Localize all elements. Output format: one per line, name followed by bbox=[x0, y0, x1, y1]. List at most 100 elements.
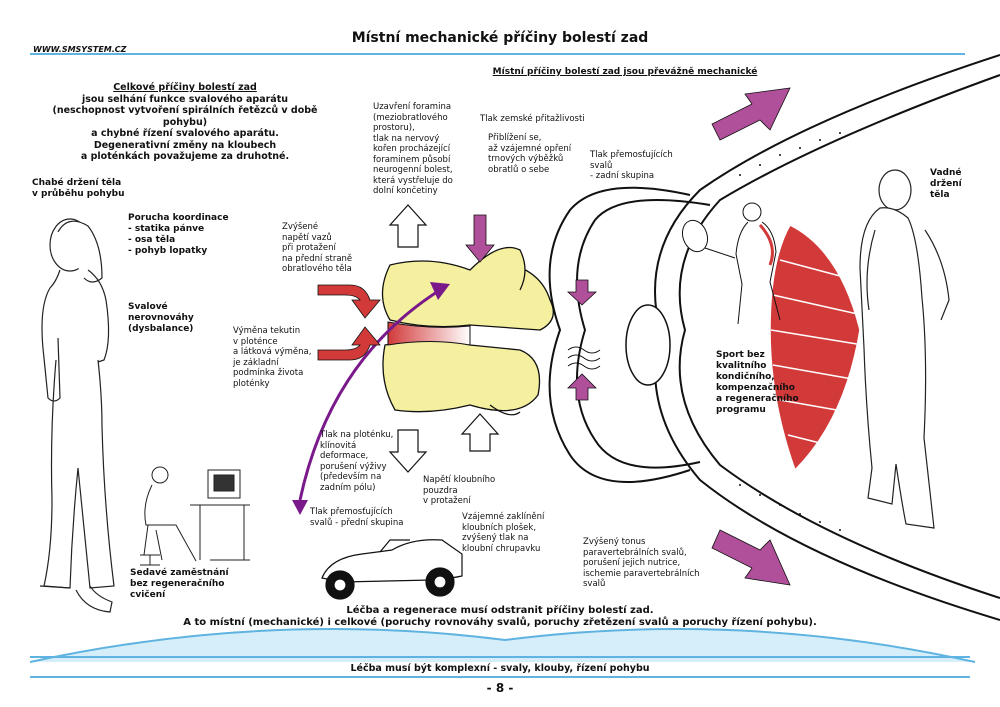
label-line: kloubních plošek, bbox=[462, 522, 537, 533]
label-line: Sport bez bbox=[716, 350, 765, 360]
label-coordination: Porucha koordinace - statika pánve - osa… bbox=[128, 213, 229, 257]
spring-symbol bbox=[567, 346, 601, 370]
label-capsule: Napětí kloubního pouzdra v protažení bbox=[423, 475, 495, 507]
intro-text: Celkové příčiny bolestí zad jsou selhání… bbox=[50, 82, 320, 163]
label-line: Svalové bbox=[128, 302, 168, 312]
label-line: (dysbalance) bbox=[128, 324, 194, 334]
label-line: porušení jejich nutrice, bbox=[583, 558, 681, 568]
label-line: - statika pánve bbox=[128, 224, 205, 234]
paravertebral-muscle bbox=[769, 224, 864, 472]
nerve-pain-arrow bbox=[298, 288, 441, 501]
label-line: zvýšený tlak na bbox=[462, 533, 529, 543]
label-gravity: Tlak zemské přitažlivosti bbox=[480, 114, 585, 124]
label-line: pouzdra bbox=[423, 485, 458, 496]
label-line: Zvýšené bbox=[282, 222, 319, 232]
label-line: svalů - přední skupina bbox=[310, 517, 404, 528]
label-line: zadním pólu) bbox=[320, 482, 376, 493]
vertebrae-bones bbox=[381, 246, 554, 416]
footer-line: Léčba a regenerace musí odstranit příčin… bbox=[346, 605, 654, 616]
label-line: - pohyb lopatky bbox=[128, 246, 208, 256]
label-foramen: Uzavření foramina (meziobratlového prost… bbox=[373, 102, 453, 197]
label-fluid-exchange: Výměna tekutin v ploténce a látková výmě… bbox=[233, 326, 311, 389]
label-line: Zvýšený tonus bbox=[583, 537, 646, 547]
label-line: Výměna tekutin bbox=[233, 326, 301, 336]
vintage-car-figure bbox=[321, 539, 463, 600]
label-line: prostoru), bbox=[373, 123, 415, 133]
label-line: držení bbox=[930, 179, 962, 189]
label-line: programu bbox=[716, 405, 766, 415]
label-line: Přiblížení se, bbox=[488, 133, 542, 143]
site-logo[interactable]: WWW.SMSYSTEM.CZ bbox=[33, 45, 127, 54]
label-line: Chabé držení těla bbox=[32, 178, 122, 188]
label-line: Vadné bbox=[930, 168, 962, 178]
label-line: neurogenní bolest, bbox=[373, 165, 453, 175]
label-line: cvičení bbox=[130, 590, 166, 600]
label-line: trnových výběžků bbox=[488, 154, 564, 164]
label-facets: Vzájemné zaklínění kloubních plošek, zvý… bbox=[462, 512, 544, 554]
seated-worker-figure bbox=[140, 466, 250, 566]
nerve-arrow-top bbox=[430, 282, 450, 300]
header-rule bbox=[30, 53, 965, 55]
label-line: (meziobratlového bbox=[373, 112, 448, 123]
label-line: foraminem působí bbox=[373, 154, 451, 165]
label-line: klínovitá bbox=[320, 440, 357, 451]
label-line: při protažení bbox=[282, 243, 336, 253]
label-line: Vzájemné zaklínění bbox=[462, 512, 545, 522]
standing-man-figure bbox=[859, 169, 950, 529]
footer-bottom-text: Léčba musí být komplexní - svaly, klouby… bbox=[350, 663, 650, 674]
label-line: - zadní skupina bbox=[590, 171, 655, 181]
label-disc-pressure: Tlak na ploténku, klínovitá deformace, p… bbox=[320, 430, 393, 493]
intro-line: jsou selhání funkce svalového aparátu bbox=[81, 93, 289, 105]
label-sport: Sport bez kvalitního kondičního, kompenz… bbox=[716, 350, 799, 416]
label-muscle-imbalance: Svalové nerovnováhy (dysbalance) bbox=[128, 302, 194, 335]
nerve-arrow-head bbox=[292, 500, 308, 515]
intervertebral-disc bbox=[387, 321, 471, 346]
page-title: Místní mechanické příčiny bolestí zad bbox=[351, 30, 649, 46]
label-line: svalů bbox=[590, 160, 613, 171]
label-sedentary: Sedavé zaměstnání bez regeneračního cvič… bbox=[130, 568, 229, 601]
label-line: a látková výměna, bbox=[233, 347, 312, 357]
label-line: ischemie paravertebrálních bbox=[583, 568, 700, 579]
label-line: kondičního, bbox=[716, 372, 775, 382]
label-line: v ploténce bbox=[233, 336, 278, 347]
label-line: až vzájemné opření bbox=[488, 143, 572, 154]
label-line: Napětí kloubního bbox=[423, 475, 496, 485]
label-line: dolní končetiny bbox=[373, 186, 438, 196]
label-line: a regeneračního bbox=[716, 394, 799, 404]
label-ligaments: Zvýšené napětí vazů při protažení na pře… bbox=[282, 222, 352, 275]
intro-line: a ploténkách považujeme za druhotné. bbox=[80, 151, 290, 162]
label-posture: Chabé držení těla v průběhu pohybu bbox=[32, 178, 125, 200]
footer-arcs bbox=[29, 628, 976, 663]
label-line: Tlak na ploténku, bbox=[320, 430, 394, 440]
label-line: Porucha koordinace bbox=[128, 213, 229, 223]
footer-rule-bottom bbox=[30, 676, 970, 678]
label-line: v protažení bbox=[423, 496, 471, 506]
spinal-cord-oval bbox=[625, 304, 671, 386]
label-line: deformace, bbox=[320, 451, 369, 461]
label-line: na přední straně bbox=[282, 253, 353, 264]
page-number: - 8 - bbox=[486, 681, 514, 695]
label-line: nerovnováhy bbox=[128, 313, 194, 323]
label-line: paravertebrálních svalů, bbox=[583, 547, 687, 558]
intro-line: (neschopnost vytvoření spirálních řetězc… bbox=[52, 105, 318, 128]
label-line: (především na bbox=[320, 472, 382, 482]
subtitle: Místní příčiny bolestí zad jsou převážně… bbox=[492, 67, 758, 77]
purple-pressure-arrows bbox=[465, 87, 791, 586]
hollow-arrows bbox=[388, 204, 500, 473]
standing-woman-figure bbox=[39, 218, 115, 613]
label-line: kloubní chrupavku bbox=[462, 543, 541, 554]
label-line: těla bbox=[930, 190, 950, 200]
label-line: která vystřeluje do bbox=[373, 175, 453, 186]
label-line: obratlů o sebe bbox=[488, 164, 550, 175]
intro-heading: Celkové příčiny bolestí zad bbox=[113, 82, 257, 93]
intro-line: a chybné řízení svalového aparátu. bbox=[91, 128, 279, 139]
label-line: obratlového těla bbox=[282, 264, 352, 274]
footer-rule-top bbox=[30, 656, 970, 658]
spinal-canal-dots bbox=[739, 132, 841, 531]
label-line: kořen procházející bbox=[373, 144, 451, 154]
label-line: porušení výživy bbox=[320, 461, 387, 472]
label-line: tlak na nervový bbox=[373, 133, 440, 144]
label-line: - osa těla bbox=[128, 235, 176, 245]
label-defect-posture: Vadné držení těla bbox=[930, 168, 962, 201]
